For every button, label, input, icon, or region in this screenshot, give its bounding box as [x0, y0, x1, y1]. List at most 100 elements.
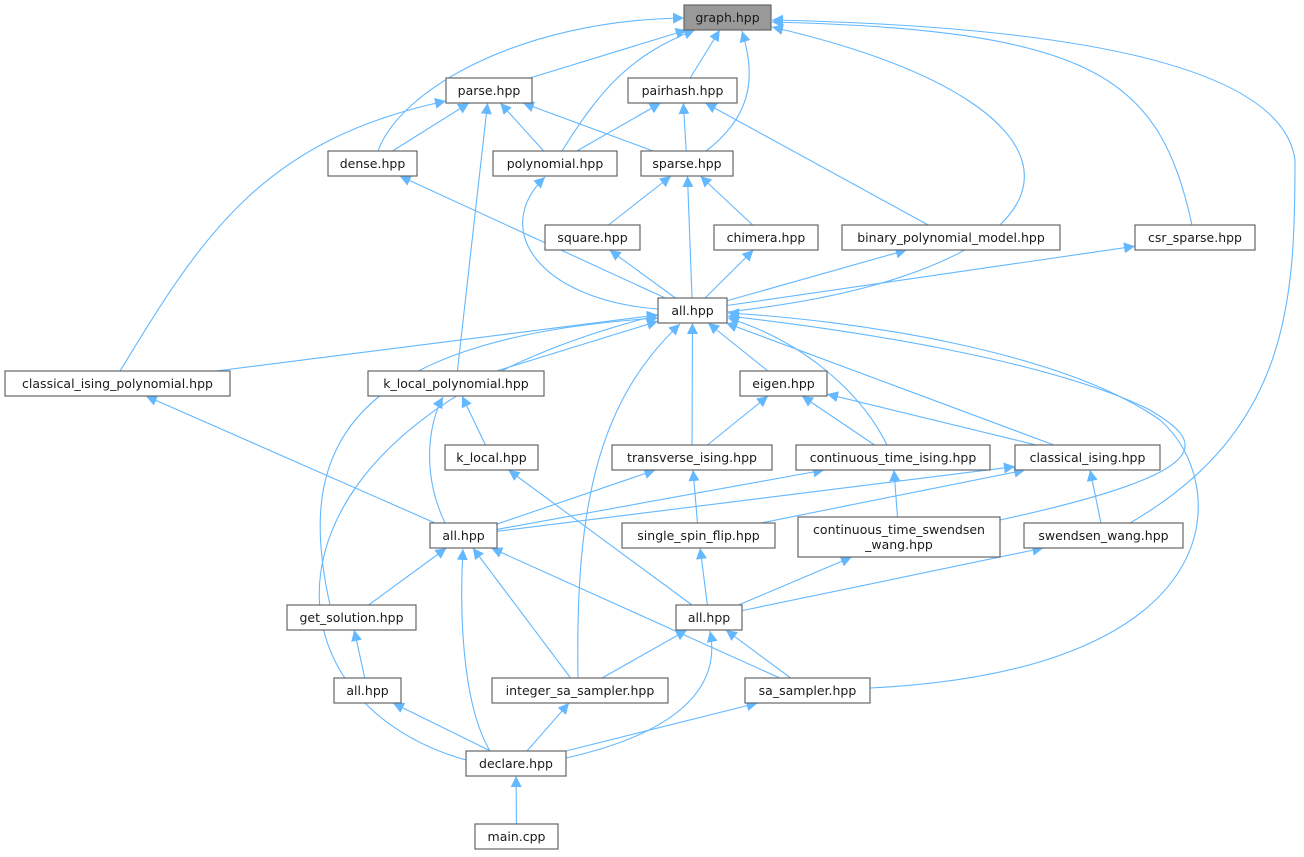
node-sparse[interactable]: sparse.hpp: [640, 150, 734, 177]
node-bpm[interactable]: binary_polynomial_model.hpp: [841, 224, 1061, 251]
node-label: pairhash.hpp: [642, 83, 724, 98]
node-ctsw[interactable]: continuous_time_swendsen_wang.hpp: [797, 516, 1001, 558]
node-label: k_local.hpp: [456, 450, 526, 465]
node-label: classical_ising_polynomial.hpp: [22, 376, 213, 391]
edge-chimera-to-sparse: [699, 175, 754, 226]
node-box: [640, 150, 734, 177]
node-label: binary_polynomial_model.hpp: [857, 230, 1045, 245]
edge-cising-to-eigen: [826, 391, 1037, 446]
edge-cising-to-all1: [725, 321, 1055, 446]
node-klp[interactable]: k_local_polynomial.hpp: [367, 370, 545, 397]
node-square[interactable]: square.hpp: [544, 224, 641, 251]
node-label: all.hpp: [442, 528, 484, 543]
edge-ctsw-to-ctising: [889, 469, 901, 518]
node-getsol[interactable]: get_solution.hpp: [286, 604, 417, 631]
node-ctising[interactable]: continuous_time_ising.hpp: [795, 444, 991, 471]
node-box: [544, 224, 641, 251]
node-box: [444, 444, 539, 471]
edge-ctising-to-eigen: [801, 395, 875, 446]
edge-all2-to-tising: [496, 468, 656, 525]
node-box: [429, 522, 498, 549]
node-label-line2: _wang.hpp: [864, 537, 933, 552]
node-chimera[interactable]: chimera.hpp: [713, 224, 819, 251]
edge-polynomial-to-graph: [561, 28, 696, 152]
node-box: [327, 150, 418, 177]
edge-pairhash-to-graph: [689, 29, 721, 79]
edge-all2-to-ctising: [496, 466, 825, 530]
node-csr[interactable]: csr_sparse.hpp: [1134, 224, 1256, 251]
node-box: [333, 677, 402, 704]
node-cising[interactable]: classical_ising.hpp: [1014, 444, 1161, 471]
node-label: parse.hpp: [458, 83, 521, 98]
edge-klp-to-parse: [456, 102, 492, 372]
node-isa[interactable]: integer_sa_sampler.hpp: [491, 677, 669, 704]
node-all1[interactable]: all.hpp: [657, 297, 728, 324]
edge-bpm-to-pairhash: [705, 102, 929, 226]
edge-ctsw-to-all1: [727, 311, 1186, 521]
node-box: [4, 370, 231, 397]
node-label: continuous_time_ising.hpp: [810, 450, 977, 465]
node-box: [744, 677, 871, 704]
node-eigen[interactable]: eigen.hpp: [739, 370, 828, 397]
node-label: continuous_time_swendsen: [813, 522, 985, 537]
edge-getsol-to-all2: [368, 547, 447, 606]
edges-layer: [119, 12, 1296, 825]
edge-isa-to-all3: [601, 629, 688, 679]
node-label: single_spin_flip.hpp: [637, 528, 759, 543]
node-dense[interactable]: dense.hpp: [327, 150, 418, 177]
node-sw[interactable]: swendsen_wang.hpp: [1023, 522, 1184, 549]
node-box: [1134, 224, 1256, 251]
node-parse[interactable]: parse.hpp: [445, 77, 533, 104]
node-graph[interactable]: graph.hpp: [683, 4, 772, 31]
node-pairhash[interactable]: pairhash.hpp: [627, 77, 738, 104]
node-box: [491, 677, 669, 704]
edge-eigen-to-all1: [707, 322, 769, 372]
edge-declare-to-all4: [392, 702, 491, 752]
node-box: [1023, 522, 1184, 549]
node-label: transverse_ising.hpp: [627, 450, 757, 465]
edge-square-to-sparse: [608, 175, 672, 226]
edge-isa-to-all1: [577, 323, 681, 679]
node-box: [739, 370, 828, 397]
node-all3[interactable]: all.hpp: [675, 604, 743, 631]
edge-sw-to-graph: [771, 14, 1296, 524]
node-box: [1014, 444, 1161, 471]
node-box: [367, 370, 545, 397]
edge-csr-to-graph: [771, 16, 1193, 226]
node-all2[interactable]: all.hpp: [429, 522, 498, 549]
node-label: square.hpp: [557, 230, 627, 245]
node-label: swendsen_wang.hpp: [1038, 528, 1168, 543]
node-box: [795, 444, 991, 471]
node-all4[interactable]: all.hpp: [333, 677, 402, 704]
node-label: dense.hpp: [340, 156, 406, 171]
edge-declare-to-all3: [565, 630, 718, 759]
edge-all1-to-polynomial: [522, 176, 659, 310]
edge-all1-to-chimera: [704, 249, 754, 299]
node-declare[interactable]: declare.hpp: [465, 750, 567, 777]
edge-getsol-to-all1: [319, 313, 659, 606]
node-box: [474, 823, 559, 850]
edge-sa-to-all1: [727, 308, 1199, 689]
node-ssf[interactable]: single_spin_flip.hpp: [621, 522, 776, 549]
edge-sparse-to-graph: [705, 30, 751, 152]
node-label: csr_sparse.hpp: [1148, 230, 1242, 245]
node-cip[interactable]: classical_ising_polynomial.hpp: [4, 370, 231, 397]
node-box: [797, 516, 1001, 558]
edge-all4-to-getsol: [351, 629, 366, 679]
edge-ssf-to-cising: [760, 466, 1026, 524]
node-sa[interactable]: sa_sampler.hpp: [744, 677, 871, 704]
node-label: k_local_polynomial.hpp: [383, 376, 529, 391]
edge-isa-to-all2: [472, 547, 572, 679]
node-tising[interactable]: transverse_ising.hpp: [611, 444, 773, 471]
edge-declare-to-sa: [565, 700, 758, 752]
edge-all2-to-cising: [496, 462, 1016, 532]
edge-all2-to-klp: [429, 396, 446, 524]
edge-polynomial-to-pairhash: [576, 102, 661, 152]
node-main[interactable]: main.cpp: [474, 823, 559, 850]
edge-all1-to-graph: [726, 24, 1025, 313]
edge-all1-to-square: [609, 249, 676, 299]
node-klocal[interactable]: k_local.hpp: [444, 444, 539, 471]
edge-all1-to-dense: [399, 175, 666, 299]
node-polynomial[interactable]: polynomial.hpp: [492, 150, 618, 177]
node-box: [713, 224, 819, 251]
